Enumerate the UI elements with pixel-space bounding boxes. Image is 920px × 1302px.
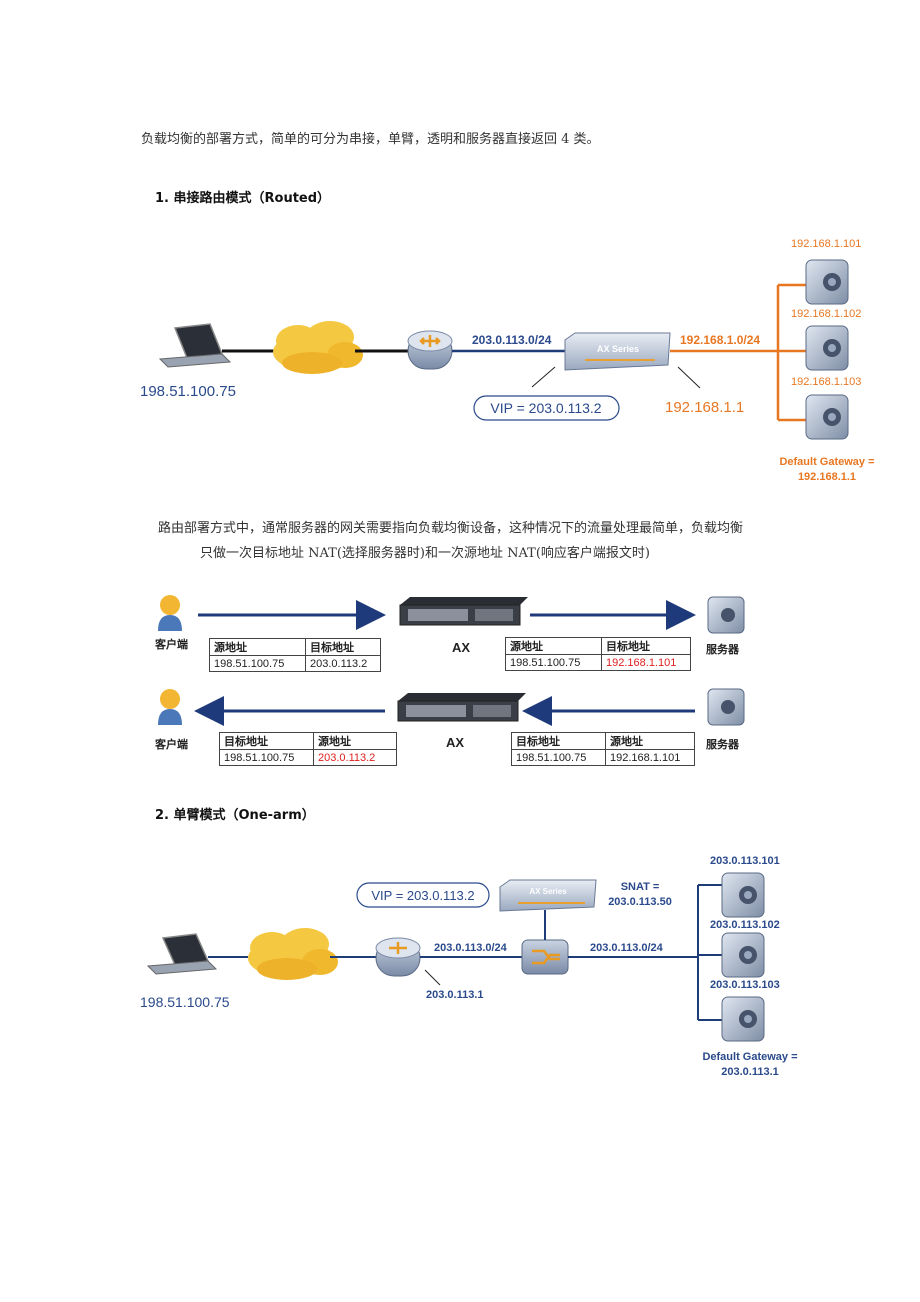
ax-series-device: AX Series bbox=[564, 332, 671, 371]
table-header: 源地址 bbox=[505, 637, 602, 655]
table-header: 源地址 bbox=[313, 732, 397, 750]
server-icon bbox=[805, 325, 849, 371]
server1-ip: 192.168.1.101 bbox=[791, 238, 861, 250]
routed-description-line2: 只做一次目标地址 NAT(选择服务器时)和一次源地址 NAT(响应客户端报文时) bbox=[200, 546, 650, 561]
ax-ip-label: 192.168.1.1 bbox=[665, 399, 744, 416]
server2-ip: 203.0.113.102 bbox=[710, 919, 780, 931]
internet-cloud-icon bbox=[248, 928, 338, 980]
one-arm-mode-diagram: AX Series 198.51.100.75 VIP = 203.0.113.… bbox=[140, 855, 798, 1078]
user-icon bbox=[158, 595, 182, 631]
server3-ip: 192.168.1.103 bbox=[791, 376, 861, 388]
table-cell: 198.51.100.75 bbox=[219, 749, 314, 766]
ax-label: AX bbox=[452, 640, 471, 655]
section1-heading: 1. 串接路由模式（Routed） bbox=[155, 191, 331, 206]
intro-text: 负载均衡的部署方式，简单的可分为串接，单臂，透明和服务器直接返回 4 类。 bbox=[141, 132, 600, 147]
net-right-label: 203.0.113.0/24 bbox=[590, 942, 664, 954]
table-cell: 198.51.100.75 bbox=[505, 654, 602, 671]
server-icon bbox=[721, 872, 765, 918]
server-icon bbox=[721, 932, 765, 978]
vip-label: VIP = 203.0.113.2 bbox=[371, 888, 474, 903]
section2-heading: 2. 单臂模式（One-arm） bbox=[155, 808, 315, 823]
router-ip-label: 203.0.113.1 bbox=[426, 989, 484, 1001]
ax-series-device: AX Series bbox=[499, 879, 597, 912]
gateway-label: Default Gateway = bbox=[779, 456, 874, 468]
table-header: 目标地址 bbox=[511, 732, 606, 750]
net-right-label: 192.168.1.0/24 bbox=[680, 333, 760, 347]
net-left-label: 203.0.113.0/24 bbox=[434, 942, 508, 954]
routed-description-line1: 路由部署方式中，通常服务器的网关需要指向负载均衡设备，这种情况下的流量处理最简单… bbox=[158, 521, 744, 536]
ax-appliance-icon bbox=[399, 597, 528, 626]
table-cell: 203.0.113.2 bbox=[305, 655, 381, 672]
table-header: 源地址 bbox=[209, 638, 306, 656]
ax-series-label: AX Series bbox=[529, 887, 567, 896]
server-label: 服务器 bbox=[706, 643, 739, 656]
server3-ip: 203.0.113.103 bbox=[710, 979, 780, 991]
table-cell: 198.51.100.75 bbox=[511, 749, 606, 766]
user-icon bbox=[158, 689, 182, 725]
server-icon bbox=[721, 996, 765, 1042]
gateway-value: 192.168.1.1 bbox=[798, 471, 856, 483]
router-icon bbox=[375, 937, 421, 977]
server-icon bbox=[707, 688, 745, 726]
table-header: 源地址 bbox=[605, 732, 695, 750]
server-label: 服务器 bbox=[706, 738, 739, 751]
table-header: 目标地址 bbox=[219, 732, 314, 750]
table-header: 目标地址 bbox=[305, 638, 381, 656]
gateway-label: Default Gateway = bbox=[702, 1051, 797, 1063]
nat-flow-diagram bbox=[158, 595, 745, 726]
server1-ip: 203.0.113.101 bbox=[710, 855, 780, 867]
gateway-value: 203.0.113.1 bbox=[721, 1066, 779, 1078]
laptop-icon bbox=[146, 933, 218, 975]
snat-label: SNAT = bbox=[621, 881, 660, 893]
server-icon bbox=[707, 596, 745, 634]
client-ip: 198.51.100.75 bbox=[140, 383, 236, 400]
server-icon bbox=[805, 259, 849, 305]
table-cell: 198.51.100.75 bbox=[209, 655, 306, 672]
table-cell-highlight: 203.0.113.2 bbox=[313, 749, 397, 766]
server-icon bbox=[805, 394, 849, 440]
table-header: 目标地址 bbox=[601, 637, 691, 655]
snat-value: 203.0.113.50 bbox=[608, 896, 672, 908]
ax-appliance-icon bbox=[397, 693, 526, 722]
vip-label: VIP = 203.0.113.2 bbox=[490, 400, 601, 416]
client-label: 客户端 bbox=[155, 638, 188, 651]
switch-icon bbox=[521, 939, 569, 975]
internet-cloud-icon bbox=[273, 321, 363, 374]
routed-mode-diagram: AX Series 198.51.100.75 203.0.113.0/24 1… bbox=[140, 238, 875, 483]
table-cell-highlight: 192.168.1.101 bbox=[601, 654, 691, 671]
ax-label: AX bbox=[446, 735, 465, 750]
ax-series-label: AX Series bbox=[597, 344, 639, 354]
router-icon bbox=[407, 330, 453, 370]
table-cell: 192.168.1.101 bbox=[605, 749, 695, 766]
client-ip: 198.51.100.75 bbox=[140, 994, 230, 1010]
net-left-label: 203.0.113.0/24 bbox=[472, 333, 552, 347]
laptop-icon bbox=[158, 323, 232, 368]
server2-ip: 192.168.1.102 bbox=[791, 308, 861, 320]
client-label: 客户端 bbox=[155, 738, 188, 751]
